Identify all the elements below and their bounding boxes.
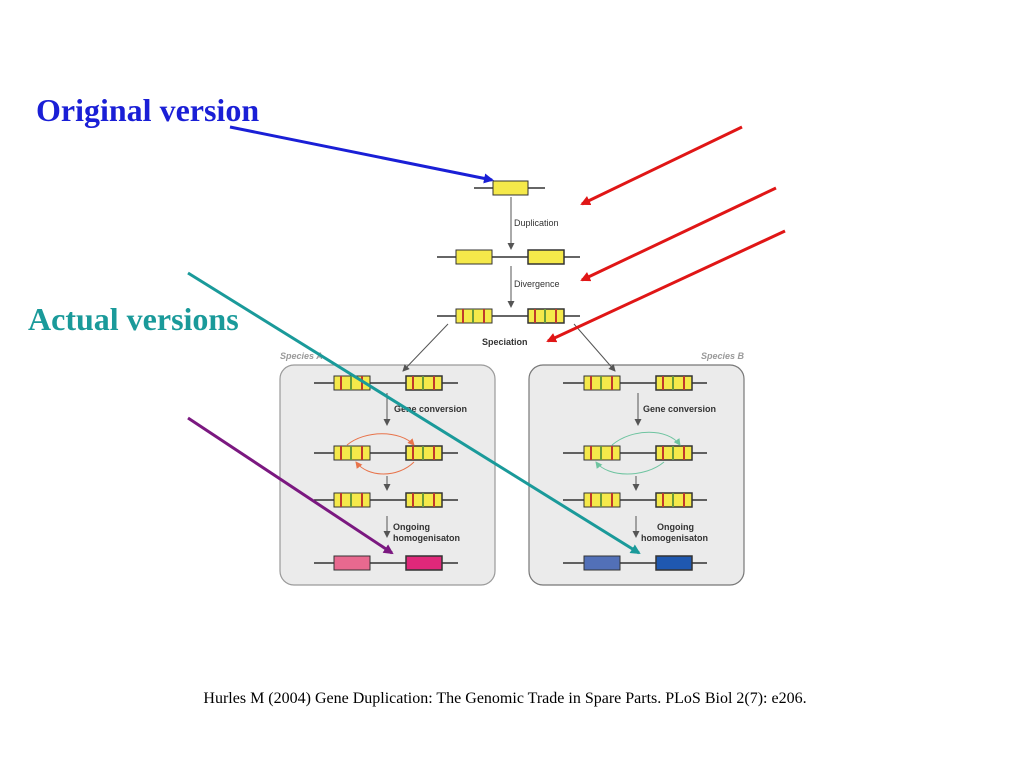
species-b-gene-pair-1 (563, 375, 707, 391)
species-a-final-genes (314, 555, 458, 571)
species-a-gene-conversion-label: Gene conversion (394, 404, 467, 414)
species-b-gene-pair-3 (563, 492, 707, 508)
species-a-ongoing-label-1: Ongoing (393, 522, 430, 532)
duplication-label: Duplication (514, 218, 559, 228)
red-arrow-2 (580, 186, 777, 282)
actual-versions-label: Actual versions (28, 301, 239, 337)
actual-versions-purple-arrow (187, 416, 394, 555)
species-b-conversion-arrow-top (611, 431, 681, 446)
original-gene (474, 180, 545, 196)
original-version-label: Original version (36, 92, 260, 128)
citation-text: Hurles M (2004) Gene Duplication: The Ge… (203, 690, 807, 707)
speciation-arrow-b (573, 323, 616, 372)
species-b-gene-pair-2 (563, 445, 707, 461)
species-b-conversion-arrow-bottom (595, 461, 665, 475)
speciation-arrow-a (402, 323, 449, 372)
species-b-ongoing-label-2: homogenisaton (641, 533, 708, 543)
duplicated-genes (437, 249, 580, 265)
species-a-conversion-arrow-top (346, 433, 415, 446)
species-a-ongoing-label-2: homogenisaton (393, 533, 460, 543)
red-arrow-1 (580, 125, 743, 206)
red-arrow-3 (546, 229, 786, 343)
diverged-genes (437, 308, 580, 324)
species-a-title: Species A (280, 351, 323, 361)
species-b-final-genes (563, 555, 707, 571)
original-version-arrow (229, 125, 494, 184)
species-a-gene-pair-2 (314, 445, 458, 461)
species-b-title: Species B (701, 351, 745, 361)
species-b-panel (528, 364, 745, 586)
species-a-panel (279, 364, 496, 586)
speciation-label: Speciation (482, 337, 528, 347)
divergence-label: Divergence (514, 279, 560, 289)
species-b-gene-conversion-label: Gene conversion (643, 404, 716, 414)
species-b-ongoing-label-1: Ongoing (657, 522, 694, 532)
species-a-gene-pair-3 (314, 492, 458, 508)
actual-versions-teal-arrow (187, 271, 641, 555)
species-a-conversion-arrow-bottom (355, 461, 415, 475)
